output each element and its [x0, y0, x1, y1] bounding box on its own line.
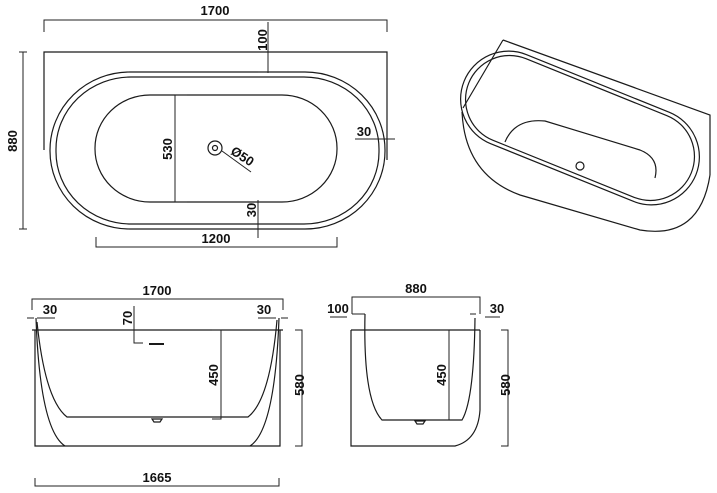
top-view: 1700 880 100 530 Ø50 30 30 1200 — [5, 3, 395, 248]
dim-side-depth-label: 450 — [434, 364, 449, 386]
dim-base-length-line — [34, 478, 280, 487]
dim-basin-width-line — [174, 94, 187, 203]
front-drain — [150, 418, 164, 423]
side-view: 880 100 30 450 580 — [327, 281, 513, 447]
dim-width-line — [19, 51, 27, 230]
iso-drain-icon — [575, 161, 585, 171]
inner-rim — [55, 76, 380, 225]
dim-front-depth-line — [212, 329, 222, 420]
dim-front-depth-label: 450 — [206, 364, 221, 386]
dim-front-height-line — [295, 329, 303, 447]
dim-back-ledge-line — [258, 22, 270, 73]
dim-basin-width-label: 530 — [160, 138, 175, 160]
dim-length-line — [43, 19, 388, 32]
isometric-view — [460, 39, 711, 232]
iso-body-outline — [461, 111, 711, 232]
side-drain — [413, 420, 427, 425]
drain-leader — [221, 150, 252, 173]
dim-side-ledge-line — [330, 313, 365, 318]
dim-rim-right-label: 30 — [257, 302, 271, 317]
dim-side-width-line — [351, 296, 481, 314]
front-basin — [36, 319, 278, 418]
dim-side-rim-line — [470, 313, 500, 318]
front-outer-curves — [35, 317, 280, 447]
basin-outline — [94, 94, 338, 203]
back-wall-outline — [43, 51, 388, 160]
dim-rim-side-label: 30 — [357, 124, 371, 139]
drain-icon — [207, 140, 223, 156]
iso-basin-floor — [504, 120, 657, 179]
dim-front-length-label: 1700 — [143, 283, 172, 298]
iso-inner-rim — [464, 54, 696, 202]
dim-rim-front-label: 30 — [244, 203, 259, 217]
dim-side-rim-label: 30 — [490, 301, 504, 316]
front-view: 1700 30 30 70 450 580 1665 — [27, 283, 307, 487]
dim-overflow-line — [133, 306, 143, 344]
back-wall — [462, 39, 711, 175]
outer-rim — [49, 71, 386, 230]
dim-back-ledge-label: 100 — [255, 29, 270, 51]
side-outline — [350, 329, 481, 447]
dim-side-height-label: 580 — [498, 374, 513, 396]
dim-base-length-label: 1665 — [143, 470, 172, 485]
dim-front-height-label: 580 — [292, 374, 307, 396]
dim-side-depth-line — [440, 329, 450, 421]
dim-front-length-line — [31, 298, 284, 310]
dim-basin-length-line — [95, 237, 338, 248]
dim-side-width-label: 880 — [405, 281, 427, 296]
dim-length-label: 1700 — [201, 3, 230, 18]
dim-side-height-line — [501, 329, 509, 447]
dim-side-ledge-label: 100 — [327, 301, 349, 316]
drain-center — [211, 144, 219, 152]
dim-rim-left-label: 30 — [43, 302, 57, 317]
iso-outer-rim — [460, 50, 700, 206]
dim-basin-length-label: 1200 — [202, 231, 231, 246]
dim-width-label: 880 — [5, 130, 20, 152]
side-basin — [364, 313, 476, 421]
front-outline — [32, 329, 283, 447]
dim-overflow-label: 70 — [120, 311, 135, 325]
